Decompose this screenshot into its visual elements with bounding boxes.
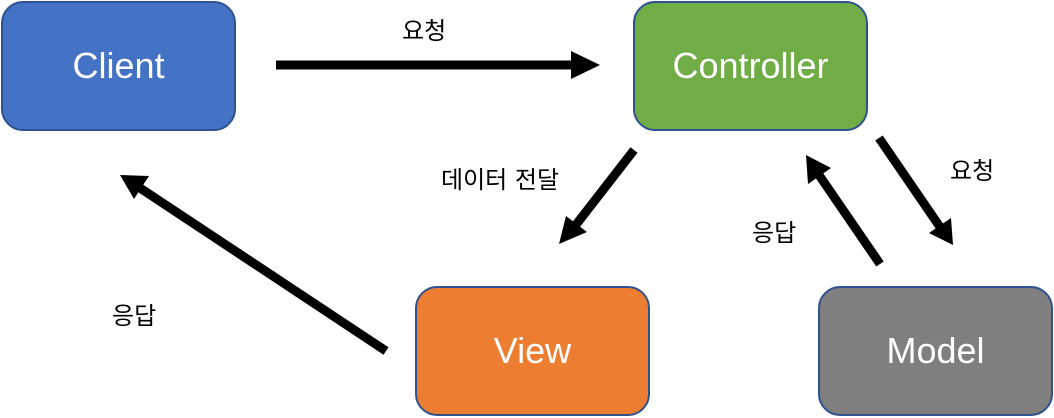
model-node: Model (818, 286, 1053, 416)
arrow-controller-to-model (875, 135, 953, 245)
model-label: Model (886, 330, 985, 371)
controller-label: Controller (672, 45, 829, 86)
edge-label-controller-to-view: 데이터 전달 (441, 166, 560, 194)
edge-label-view-to-client: 응답 (112, 302, 157, 330)
arrow-client-to-controller (276, 51, 600, 79)
edge-label-client-to-controller: 요청 (402, 17, 447, 45)
view-label: View (493, 330, 572, 371)
controller-node: Controller (633, 1, 868, 131)
arrow-view-to-client (120, 175, 389, 355)
arrow-controller-to-view (559, 147, 638, 244)
view-node: View (415, 286, 650, 416)
client-label: Client (72, 45, 165, 86)
arrow-model-to-controller (806, 155, 884, 267)
edge-label-controller-to-model: 요청 (950, 157, 995, 185)
client-node: Client (1, 1, 236, 131)
edge-label-model-to-controller: 응답 (752, 219, 797, 247)
